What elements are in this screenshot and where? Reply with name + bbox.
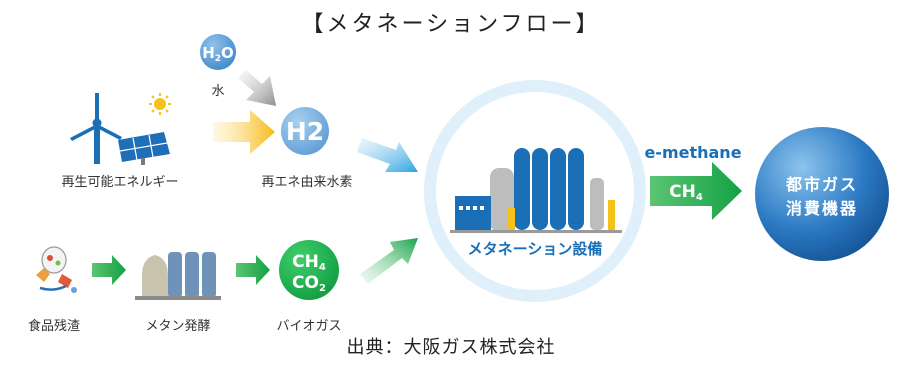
food-waste-label: 食品残渣 bbox=[28, 318, 80, 334]
biogas-co-sub: 2 bbox=[319, 283, 326, 294]
renewable-label: 再生可能エネルギー bbox=[61, 175, 178, 190]
water-formula-h: H bbox=[202, 44, 215, 62]
water-node: H2O 水 bbox=[200, 34, 236, 99]
hydrogen-to-methanation-arrow bbox=[357, 138, 418, 172]
e-methane-ch: CH bbox=[669, 182, 696, 202]
biogas-icon bbox=[279, 240, 339, 300]
biogas-co: CO bbox=[292, 273, 319, 293]
fermentation-label: メタン発酵 bbox=[145, 319, 210, 334]
water-label: 水 bbox=[211, 84, 224, 99]
city-gas-line1: 都市ガス bbox=[785, 175, 858, 194]
biogas-to-methanation-arrow bbox=[360, 238, 418, 284]
hydrogen-icon bbox=[281, 107, 329, 155]
biogas-ch-sub: 4 bbox=[319, 262, 326, 273]
e-methane-logo: e-methane bbox=[644, 143, 741, 162]
hydrogen-label: 再エネ由来水素 bbox=[261, 175, 352, 190]
water-formula-sub: 2 bbox=[215, 54, 221, 64]
fermentation-icon bbox=[135, 252, 221, 300]
water-formula-o: O bbox=[221, 44, 234, 62]
svg-text:CH4: CH4 bbox=[669, 182, 703, 203]
city-gas-line2: 消費機器 bbox=[786, 199, 858, 218]
methanation-facility-icon bbox=[450, 148, 622, 233]
renewable-to-hydrogen-arrow bbox=[213, 110, 275, 154]
page-title: 【メタネーションフロー】 bbox=[301, 12, 601, 37]
methanation-label: メタネーション設備 bbox=[468, 240, 603, 258]
water-icon bbox=[200, 34, 236, 70]
svg-text:CO2: CO2 bbox=[292, 273, 326, 294]
food-waste-icon bbox=[36, 246, 77, 293]
biogas-label: バイオガス bbox=[276, 319, 341, 334]
svg-text:CH4: CH4 bbox=[292, 252, 326, 273]
city-gas-sphere bbox=[755, 127, 889, 261]
hydrogen-symbol: H2 bbox=[286, 117, 324, 146]
methanation-to-city-gas-arrow bbox=[650, 162, 742, 220]
fermentation-to-biogas-arrow bbox=[236, 255, 270, 285]
source-credit: 出典：大阪ガス株式会社 bbox=[346, 337, 556, 358]
e-methane-ch-sub: 4 bbox=[696, 192, 703, 203]
food-to-fermentation-arrow bbox=[92, 255, 126, 285]
biogas-ch: CH bbox=[292, 252, 319, 272]
renewable-icon bbox=[70, 93, 171, 165]
water-to-hydrogen-arrow bbox=[238, 70, 276, 106]
svg-text:H2O: H2O bbox=[202, 44, 234, 64]
methanation-node: メタネーション設備 bbox=[424, 80, 646, 302]
